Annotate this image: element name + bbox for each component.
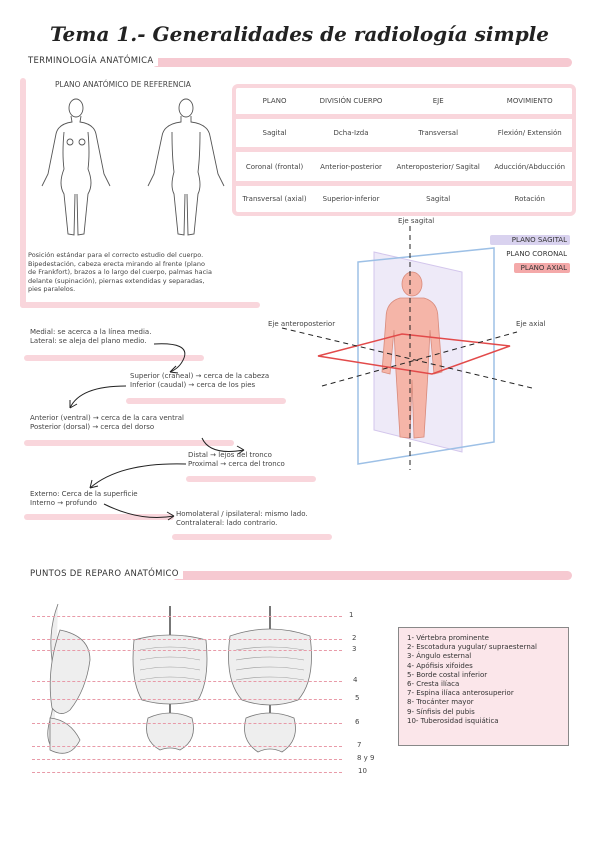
table-cell: Coronal (frontal) bbox=[245, 162, 304, 171]
section-heading-puntos-reparo: PUNTOS DE REPARO ANATÓMICO bbox=[30, 569, 183, 579]
arrow-icon bbox=[69, 385, 127, 409]
term-anterior-posterior: Anterior (ventral) → cerca de la cara ve… bbox=[30, 414, 184, 431]
list-item: 9- Sínfisis del pubis bbox=[407, 707, 475, 716]
section-bar bbox=[172, 571, 572, 580]
landmark-line bbox=[32, 639, 342, 640]
highlight-stroke bbox=[24, 355, 204, 361]
list-item: 8- Trocánter mayor bbox=[407, 698, 474, 707]
landmark-number: 5 bbox=[355, 694, 360, 702]
table-row: Sagital Dcha-Izda Transversal Flexión/ E… bbox=[236, 117, 572, 150]
highlight-stroke bbox=[24, 440, 234, 446]
landmark-number: 2 bbox=[352, 634, 357, 642]
legend-plano-coronal: PLANO CORONAL bbox=[506, 250, 567, 258]
landmark-number: 7 bbox=[357, 741, 362, 749]
skeleton-figures bbox=[47, 603, 312, 754]
landmark-line bbox=[32, 616, 342, 617]
term-homolateral-contralateral: Homolateral / ipsilateral: mismo lado. C… bbox=[176, 510, 308, 527]
table-cell: Sagital bbox=[426, 194, 451, 203]
table-cell: Flexión/ Extensión bbox=[497, 129, 562, 138]
highlight-stroke bbox=[24, 514, 174, 520]
panel-border-left bbox=[20, 78, 26, 308]
planes-axes-figure bbox=[281, 226, 533, 470]
table-cell: Rotación bbox=[514, 194, 545, 203]
highlight-stroke bbox=[186, 476, 316, 482]
plano-referencia-heading: PLANO ANATÓMICO DE REFERENCIA bbox=[55, 80, 191, 89]
list-item: 7- Espina ilíaca anterosuperior bbox=[407, 689, 514, 698]
table-cell: Anterior-posterior bbox=[320, 162, 382, 171]
table-row: Coronal (frontal) Anterior-posterior Ant… bbox=[236, 150, 572, 184]
landmark-line bbox=[32, 746, 342, 747]
panel-border-bottom bbox=[20, 302, 260, 308]
arrow-icon bbox=[89, 463, 187, 489]
term-distal-proximal: Distal → lejos del tronco Proximal → cer… bbox=[188, 451, 285, 468]
label-eje-axial: Eje axial bbox=[516, 320, 546, 328]
highlight-stroke bbox=[172, 534, 332, 540]
list-item: 2- Escotadura yugular/ supraesternal bbox=[407, 643, 537, 652]
landmarks-list: 1- Vértebra prominente 2- Escotadura yug… bbox=[398, 627, 569, 746]
list-item: 3- Ángulo esternal bbox=[407, 652, 472, 661]
landmark-line bbox=[32, 759, 342, 760]
list-item: 6- Cresta ilíaca bbox=[407, 680, 460, 689]
table-header: PLANO bbox=[262, 97, 287, 106]
list-item: 4- Apófisis xifoides bbox=[407, 661, 473, 670]
landmark-number: 10 bbox=[358, 767, 367, 775]
arrow-icon bbox=[103, 503, 175, 521]
landmark-number: 3 bbox=[352, 645, 357, 653]
landmark-line bbox=[32, 772, 342, 773]
term-externo-interno: Externo: Cerca de la superficie Interno … bbox=[30, 490, 138, 507]
table-header: EJE bbox=[432, 97, 444, 106]
highlight-stroke bbox=[126, 398, 286, 404]
table-cell: Transversal (axial) bbox=[242, 194, 307, 203]
table-header: DIVISIÓN CUERPO bbox=[319, 97, 383, 106]
list-item: 1- Vértebra prominente bbox=[407, 634, 489, 642]
plano-referencia-description: Posición estándar para el correcto estud… bbox=[28, 251, 212, 293]
table-row: Transversal (axial) Superior-inferior Sa… bbox=[236, 183, 572, 212]
landmark-number: 1 bbox=[349, 611, 354, 619]
landmark-number: 8 y 9 bbox=[357, 754, 375, 762]
table-cell: Aducción/Abducción bbox=[494, 162, 566, 171]
label-eje-sagital: Eje sagital bbox=[398, 217, 435, 225]
table-cell: Superior-inferior bbox=[322, 194, 380, 203]
landmark-line bbox=[32, 650, 342, 651]
table-header-row: PLANO DIVISIÓN CUERPO EJE MOVIMIENTO bbox=[236, 88, 572, 117]
table-cell: Dcha-Izda bbox=[333, 129, 369, 138]
landmark-number: 6 bbox=[355, 718, 360, 726]
planes-legend: PLANO SAGITAL PLANO CORONAL PLANO AXIAL bbox=[490, 235, 570, 273]
landmark-number: 4 bbox=[353, 676, 358, 684]
planes-table-frame: PLANO DIVISIÓN CUERPO EJE MOVIMIENTO Sag… bbox=[232, 84, 576, 216]
list-item: 5- Borde costal inferior bbox=[407, 670, 488, 679]
arrow-icon bbox=[153, 343, 186, 374]
table-cell: Sagital bbox=[262, 129, 287, 138]
legend-plano-axial: PLANO AXIAL bbox=[514, 263, 570, 273]
term-medial-lateral: Medial: se acerca a la línea media. Late… bbox=[30, 328, 152, 345]
landmark-line bbox=[32, 699, 342, 700]
table-cell: Transversal bbox=[418, 129, 459, 138]
arrow-icon bbox=[201, 437, 245, 455]
planes-table: PLANO DIVISIÓN CUERPO EJE MOVIMIENTO Sag… bbox=[236, 88, 572, 212]
page-title: Tema 1.- Generalidades de radiología sim… bbox=[49, 22, 550, 46]
landmark-line bbox=[32, 681, 342, 682]
table-header: MOVIMIENTO bbox=[506, 97, 553, 106]
section-heading-terminologia: TERMINOLOGÍA ANATÓMICA bbox=[28, 56, 158, 66]
label-eje-anteroposterior: Eje anteroposterior bbox=[268, 320, 336, 328]
section-bar bbox=[152, 58, 572, 67]
anatomical-figures bbox=[41, 98, 225, 236]
legend-plano-sagital: PLANO SAGITAL bbox=[490, 235, 570, 245]
landmark-line bbox=[32, 723, 342, 724]
table-cell: Anteroposterior/ Sagital bbox=[396, 162, 480, 171]
term-superior-inferior: Superior (craneal) → cerca de la cabeza … bbox=[130, 372, 270, 389]
list-item: 10- Tuberosidad isquiática bbox=[407, 716, 499, 725]
